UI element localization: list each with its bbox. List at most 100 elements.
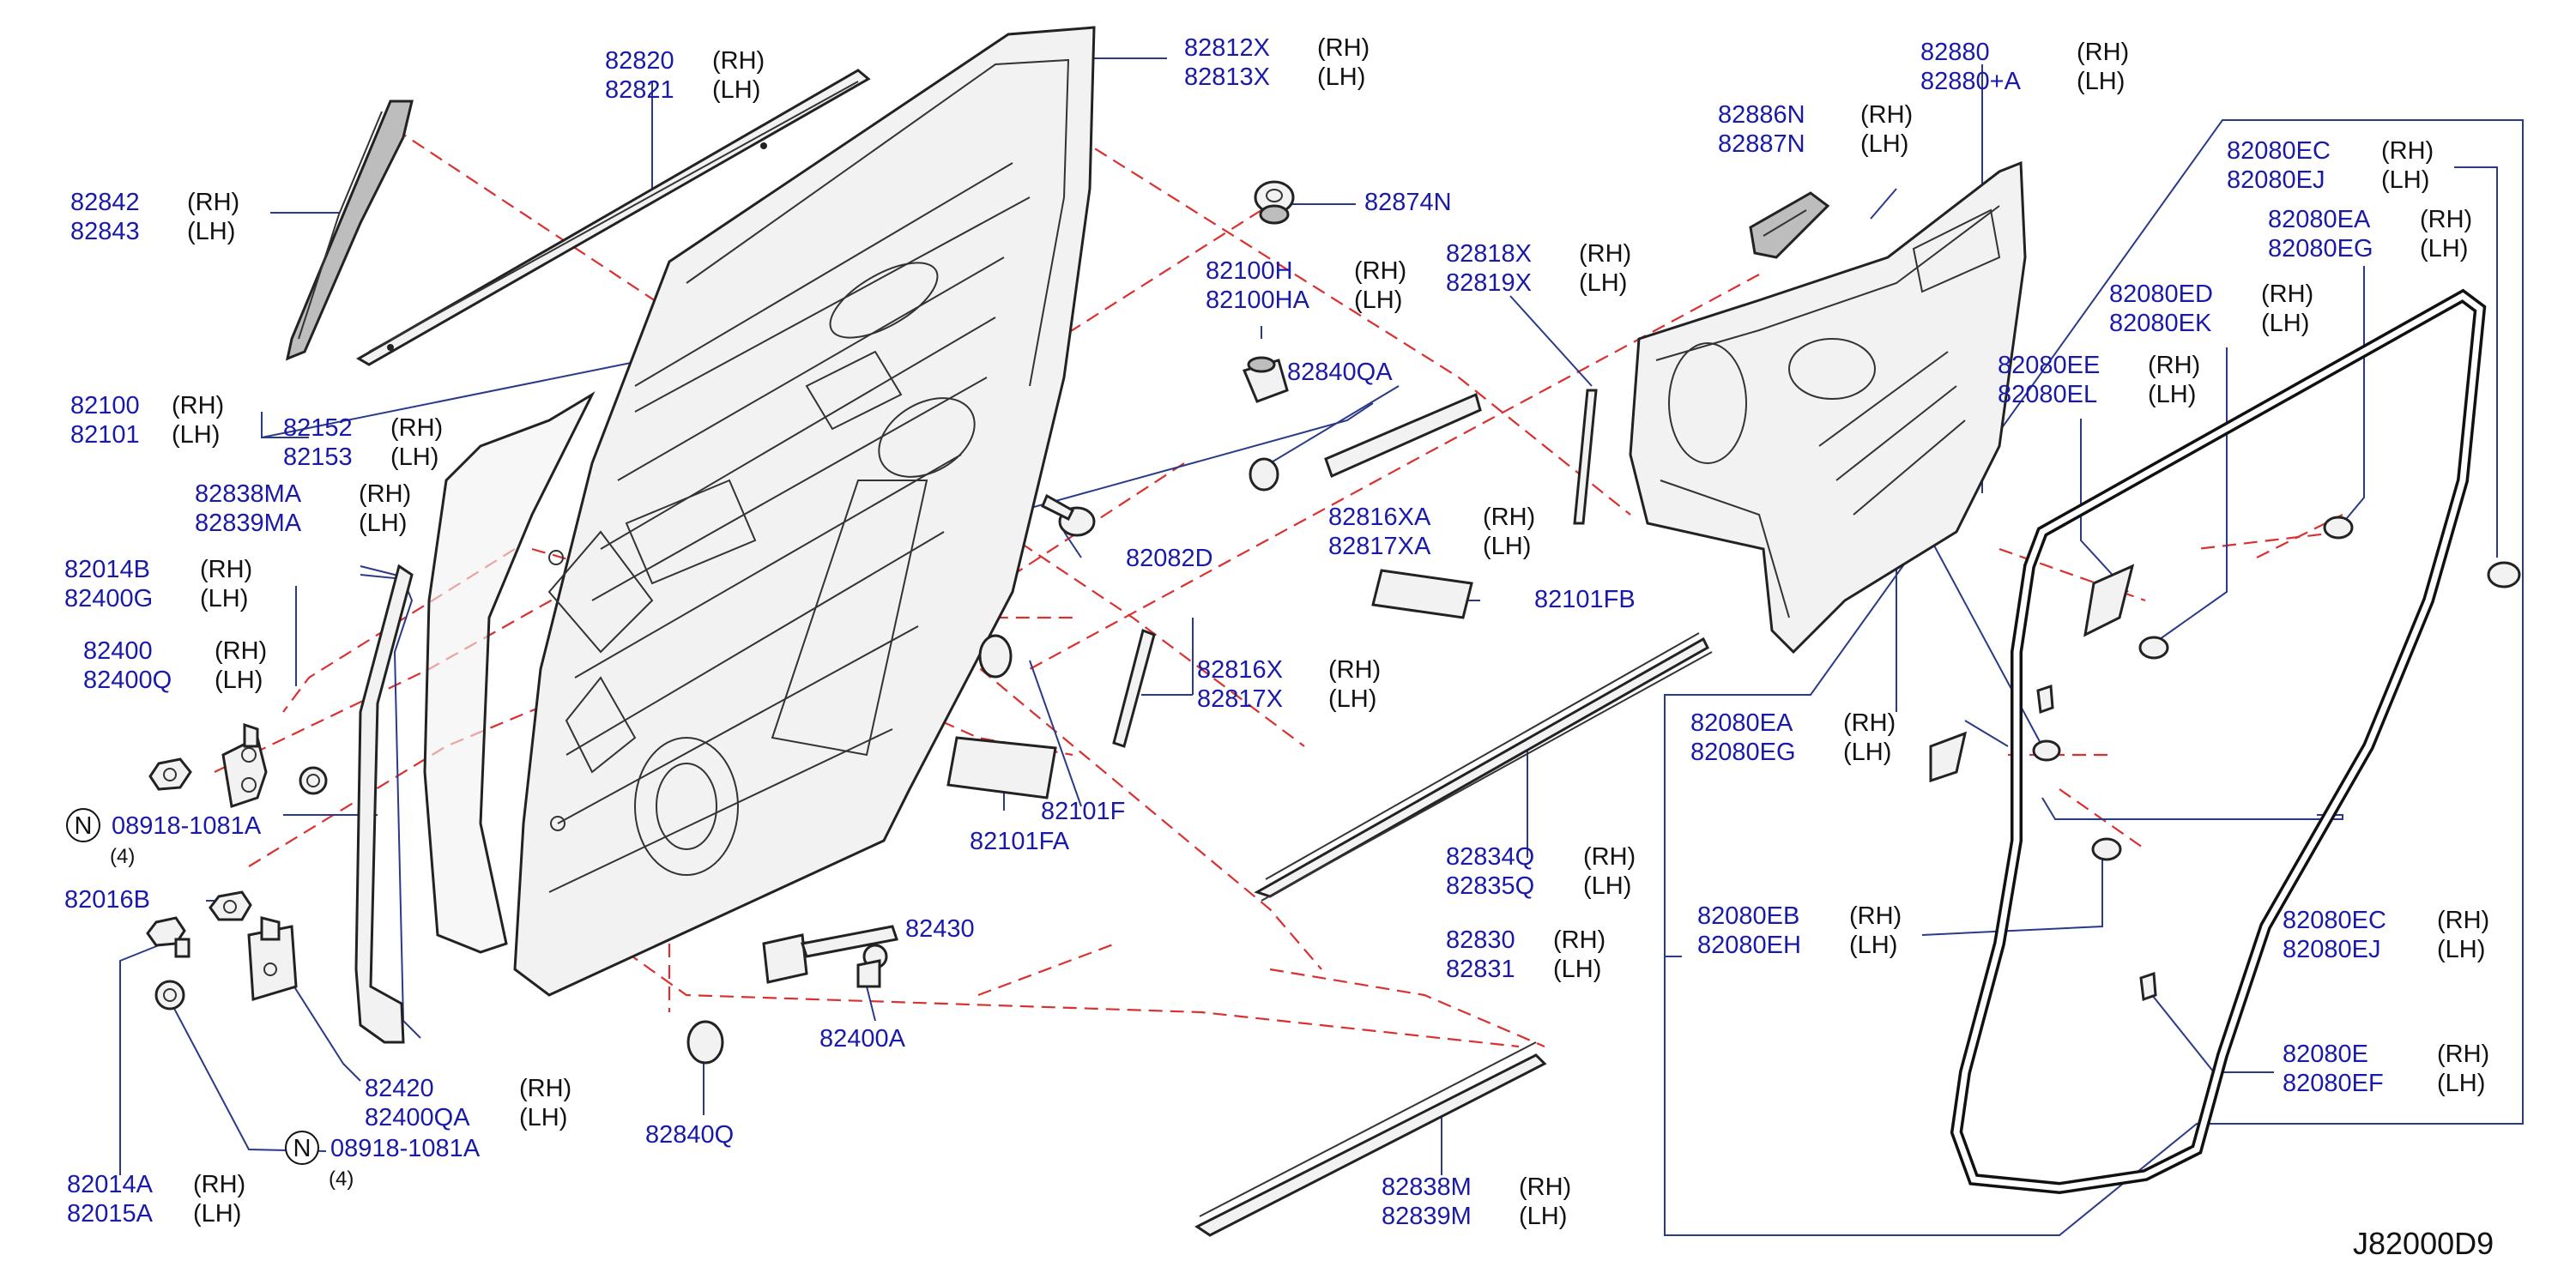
svg-text:(LH): (LH) [2077, 68, 2125, 95]
svg-text:(RH): (RH) [2381, 137, 2434, 165]
svg-text:(RH): (RH) [2148, 352, 2200, 379]
svg-text:82080EK: 82080EK [2109, 310, 2212, 337]
callout-82080ed: 82080ED 82080EK (RH) (LH) [2109, 281, 2313, 337]
callout-82101fb: 82101FB [1534, 586, 1636, 613]
callout-82886n: 82886N 82887N (RH) (LH) [1718, 101, 1913, 158]
clip-82082d [1041, 493, 1096, 537]
svg-text:82080EB: 82080EB [1697, 902, 1799, 930]
svg-text:82014B: 82014B [64, 556, 150, 583]
svg-text:82082D: 82082D [1126, 545, 1213, 572]
callout-82080ec-top: 82080EC 82080EJ (RH) (LH) [2227, 137, 2434, 194]
svg-text:(LH): (LH) [2420, 235, 2468, 262]
check-link-82430 [762, 925, 898, 988]
callout-82400: 82400 82400Q (RH) (LH) [83, 637, 267, 694]
svg-text:(RH): (RH) [1328, 656, 1381, 684]
svg-text:(RH): (RH) [200, 556, 252, 583]
svg-text:(RH): (RH) [172, 392, 224, 419]
svg-text:(LH): (LH) [172, 421, 220, 449]
callout-82082d: 82082D [1126, 545, 1213, 572]
svg-text:82014A: 82014A [67, 1171, 154, 1198]
svg-text:82080EJ: 82080EJ [2283, 936, 2381, 963]
pad-82101fa [946, 736, 1057, 799]
callout-82842: 82842 82843 (RH) (LH) [70, 189, 239, 245]
svg-text:(LH): (LH) [2437, 1070, 2485, 1097]
svg-text:(RH): (RH) [1483, 504, 1535, 531]
callout-82874n: 82874N [1364, 189, 1452, 216]
svg-text:82835Q: 82835Q [1446, 872, 1534, 900]
strip-82816xa [1324, 392, 1482, 479]
svg-text:(RH): (RH) [187, 189, 239, 216]
svg-text:(LH): (LH) [1483, 533, 1531, 560]
svg-text:82820: 82820 [605, 47, 674, 75]
strip-82816x [1112, 628, 1156, 748]
svg-text:82874N: 82874N [1364, 189, 1452, 216]
svg-text:82080EC: 82080EC [2227, 137, 2331, 165]
hinge-82400 [221, 722, 268, 808]
svg-text:(LH): (LH) [2261, 310, 2309, 337]
door-trim-82880 [1629, 160, 2027, 655]
svg-text:(RH): (RH) [1354, 257, 1406, 285]
callout-82080e: 82080E 82080EF (RH) (LH) [2283, 1041, 2489, 1097]
bolt-note-bottom: N 08918-1081A (4) [285, 1131, 481, 1191]
svg-text:(RH): (RH) [2420, 206, 2472, 233]
svg-text:(RH): (RH) [2437, 907, 2489, 934]
svg-text:82887N: 82887N [1718, 130, 1805, 158]
sash-trim-82842 [285, 100, 414, 361]
svg-text:(LH): (LH) [193, 1200, 241, 1228]
svg-text:82840QA: 82840QA [1287, 359, 1393, 386]
svg-text:82080EF: 82080EF [2283, 1070, 2384, 1097]
callout-82430: 82430 [905, 915, 975, 943]
callout-82420: 82420 82400QA (RH) (LH) [365, 1075, 571, 1131]
svg-text:08918-1081A: 08918-1081A [112, 812, 262, 840]
svg-text:82842: 82842 [70, 189, 140, 216]
svg-text:(RH): (RH) [2077, 39, 2129, 66]
callout-82880: 82880 82880+A (RH) (LH) [1920, 39, 2129, 95]
svg-text:(LH): (LH) [200, 585, 248, 612]
callout-82816xa: 82816XA 82817XA (RH) (LH) [1328, 504, 1535, 560]
svg-text:82101F: 82101F [1041, 798, 1125, 825]
svg-text:82400QA: 82400QA [365, 1104, 470, 1131]
fasteners [146, 550, 565, 1011]
outer-skin-82152 [423, 391, 596, 954]
svg-text:(RH): (RH) [1843, 709, 1896, 737]
svg-text:(RH): (RH) [2437, 1041, 2489, 1068]
svg-text:(LH): (LH) [2437, 936, 2485, 963]
handle-bezel-82886n [1749, 191, 1830, 259]
plug-82840qa [1242, 356, 1289, 403]
svg-text:82843: 82843 [70, 218, 140, 245]
svg-text:82080EG: 82080EG [1690, 739, 1796, 766]
callout-82080ea-mid: 82080EA 82080EG (RH) (LH) [1690, 709, 1896, 766]
svg-text:82880: 82880 [1920, 39, 1990, 66]
svg-text:(RH): (RH) [1317, 34, 1370, 62]
strip-82818x [1573, 389, 1598, 525]
callout-82080ec-bot: 82080EC 82080EJ (RH) (LH) [2283, 907, 2489, 963]
svg-text:82100HA: 82100HA [1206, 287, 1310, 314]
callout-82080ea-top: 82080EA 82080EG (RH) (LH) [2268, 206, 2472, 262]
callout-82014b: 82014B 82400G (RH) (LH) [64, 556, 252, 612]
callout-82100: 82100 82101 (RH) (LH) [70, 392, 224, 449]
svg-text:(RH): (RH) [519, 1075, 571, 1102]
svg-text:82080EG: 82080EG [2268, 235, 2373, 262]
svg-text:82813X: 82813X [1184, 63, 1270, 91]
svg-text:(RH): (RH) [359, 480, 411, 508]
callout-82838m: 82838M 82839M (RH) (LH) [1382, 1173, 1571, 1230]
svg-text:82400G: 82400G [64, 585, 153, 612]
callout-82840qa: 82840QA [1287, 359, 1393, 386]
bolt-symbol: N [293, 1135, 311, 1162]
svg-text:82880+A: 82880+A [1920, 68, 2022, 95]
svg-text:82838MA: 82838MA [195, 480, 302, 508]
svg-text:82101FB: 82101FB [1534, 586, 1636, 613]
grommet-82874n [1254, 180, 1295, 225]
svg-text:82080EL: 82080EL [1998, 381, 2097, 408]
svg-text:82816XA: 82816XA [1328, 504, 1431, 531]
svg-text:(RH): (RH) [193, 1171, 245, 1198]
svg-text:(LH): (LH) [519, 1104, 567, 1131]
svg-text:82152: 82152 [283, 414, 353, 442]
callout-82840q: 82840Q [645, 1121, 734, 1149]
svg-text:82100: 82100 [70, 392, 140, 419]
svg-text:(LH): (LH) [1354, 287, 1402, 314]
callout-82818x: 82818X 82819X (RH) (LH) [1446, 240, 1631, 297]
svg-text:82400: 82400 [83, 637, 153, 665]
callout-82016b: 82016B [64, 886, 150, 914]
callout-82101f: 82101F [1041, 798, 1125, 825]
